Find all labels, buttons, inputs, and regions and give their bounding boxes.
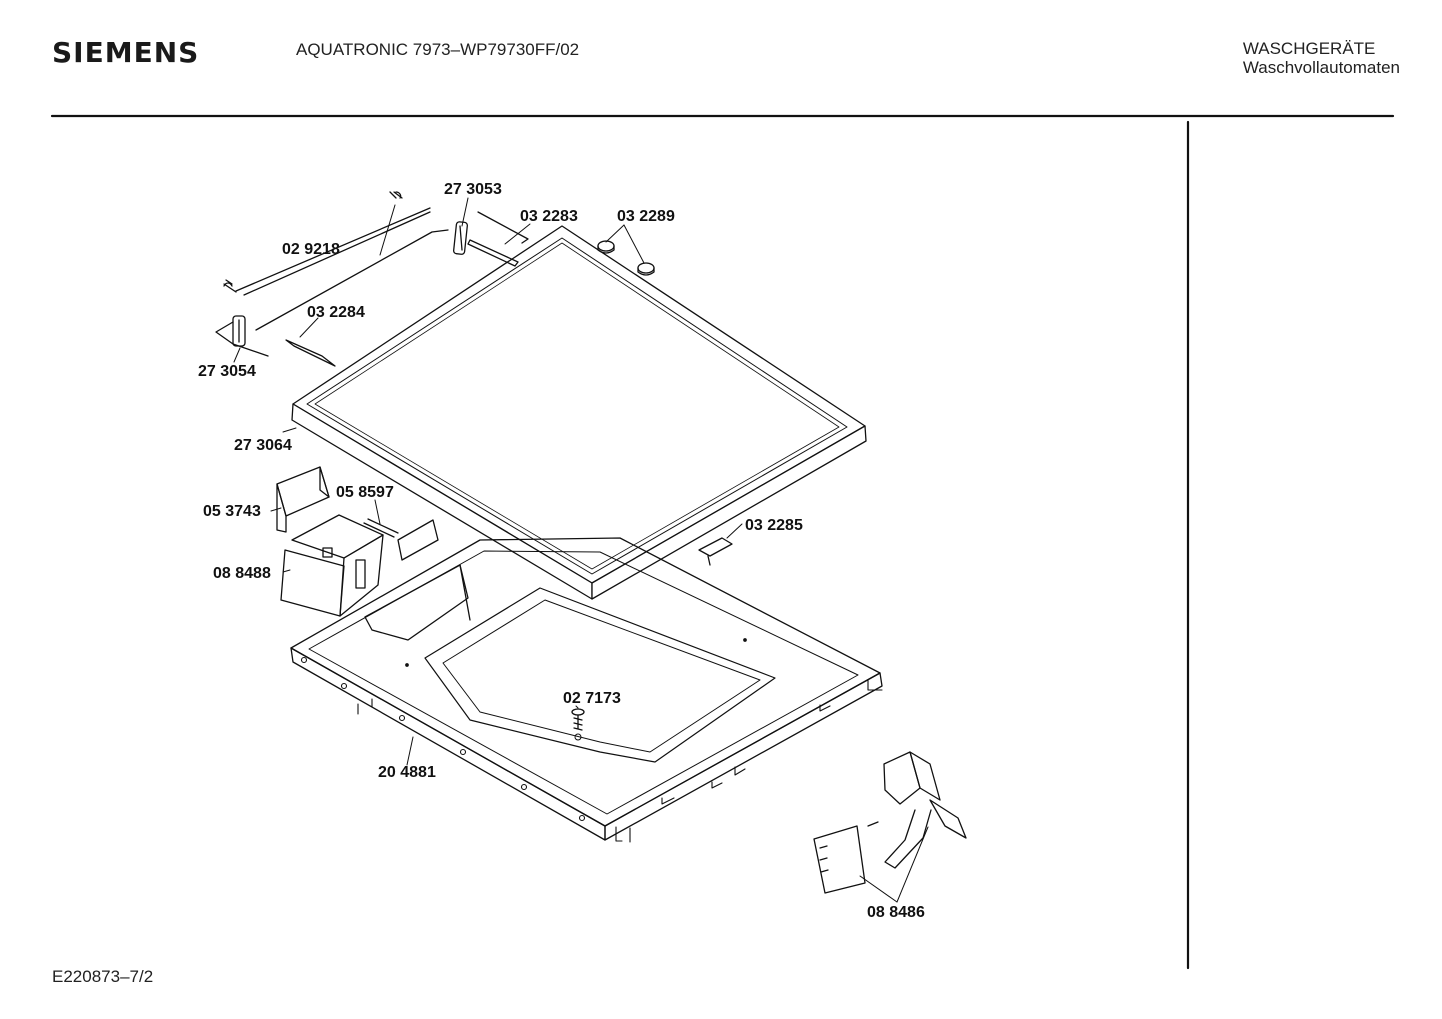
part-label: 03 2285 [745, 517, 803, 534]
screw-part [571, 708, 585, 731]
category-block: WASCHGERÄTE Waschvollautomaten [1243, 39, 1400, 77]
part-label: 03 2283 [520, 208, 578, 225]
drawing-code: E220873–7/2 [52, 967, 154, 986]
part-label: 08 8488 [213, 565, 271, 582]
seal-strip-part [363, 518, 439, 561]
part-label: 03 2284 [307, 304, 365, 321]
brand-logo: SIEMENS [52, 36, 200, 69]
hinge-left [215, 315, 336, 367]
part-label: 02 7173 [563, 690, 621, 707]
lid-part [291, 225, 867, 600]
door-lock-part [813, 751, 967, 894]
subcategory-label: Waschvollautomaten [1242, 58, 1400, 77]
hinge-top [255, 211, 529, 331]
part-label: 05 8597 [336, 484, 394, 501]
latch-part [698, 537, 733, 566]
part-label: 08 8486 [867, 904, 925, 921]
leader-lines [233, 197, 929, 903]
category-label: WASCHGERÄTE [1242, 39, 1376, 58]
part-label: 05 3743 [203, 503, 261, 520]
part-label: 27 3064 [234, 437, 292, 454]
foot-caps [597, 240, 655, 276]
part-label: 02 9218 [282, 241, 340, 258]
drawer-cover-part [276, 466, 330, 533]
part-label: 20 4881 [378, 764, 436, 781]
part-label: 27 3053 [444, 181, 502, 198]
drawer-part [280, 514, 384, 617]
rod-part [223, 191, 431, 296]
base-frame-part [290, 537, 883, 843]
part-label: 03 2289 [617, 208, 675, 225]
part-labels: 27 3053 03 2283 03 2289 02 9218 03 2284 … [198, 181, 925, 921]
model-title: AQUATRONIC 7973–WP79730FF/02 [296, 40, 580, 59]
part-label: 27 3054 [198, 363, 256, 380]
